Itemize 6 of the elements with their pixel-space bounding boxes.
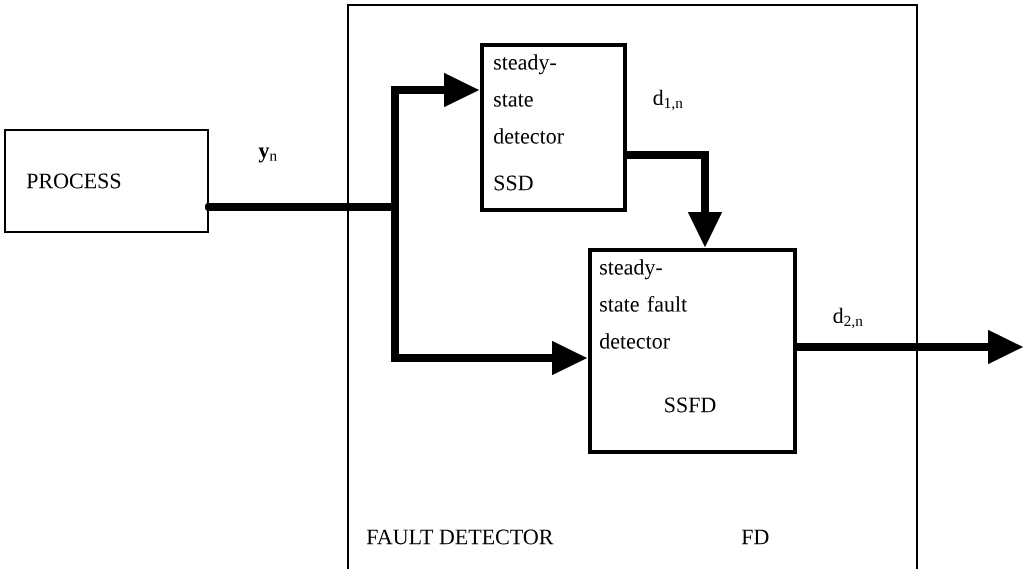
block-box: steady-state detector SSD	[480, 43, 627, 212]
block-box: PROCESS	[4, 129, 209, 233]
edge-label: y$_{n}$	[257, 146, 279, 164]
edge-label: d$_{2,n}$	[831, 306, 865, 330]
block-box: steady-state fault detector SSFD	[588, 248, 797, 454]
edge-label: d$_{1,n}$	[651, 88, 685, 112]
